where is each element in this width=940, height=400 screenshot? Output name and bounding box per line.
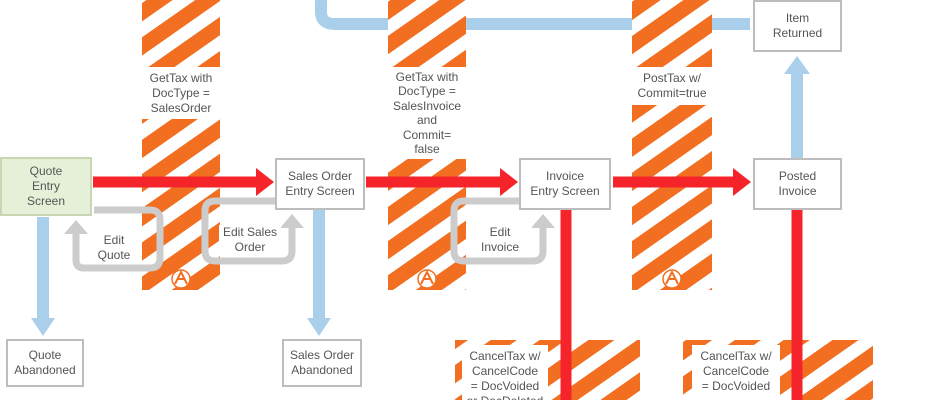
edit-invoice-label: Edit Invoice — [468, 225, 532, 255]
api-call-gettax-salesorder: GetTax with DocType = SalesOrder — [142, 67, 220, 119]
quote-abandon-arrowhead — [31, 318, 55, 336]
sales-order-entry-screen: Sales Order Entry Screen — [275, 158, 365, 210]
avalara-logo-icon — [171, 269, 191, 289]
invoice-to-posted-arrowhead — [733, 168, 751, 196]
api-call-canceltax-invoice: CancelTax w/ CancelCode = DocVoided or D… — [462, 345, 548, 400]
avalara-logo-icon — [417, 269, 437, 289]
quote-abandoned: Quote Abandoned — [6, 339, 84, 387]
return-flow-line — [315, 0, 750, 30]
edit-invoice-loop — [450, 197, 547, 265]
sales-order-abandoned: Sales Order Abandoned — [282, 339, 362, 387]
item-returned: Item Returned — [753, 0, 842, 52]
invoice-entry-screen: Invoice Entry Screen — [519, 158, 611, 210]
api-call-canceltax-posted: CancelTax w/ CancelCode = DocVoided — [692, 345, 780, 400]
edit-sales-order-loop — [201, 197, 296, 265]
quote-to-sales-order-arrowhead — [256, 168, 274, 196]
edit-quote-label: Edit Quote — [90, 233, 138, 263]
edit-sales-order-label: Edit Sales Order — [219, 225, 281, 255]
api-call-gettax-salesinvoice: GetTax with DocType = SalesInvoice and C… — [388, 67, 466, 159]
edit-quote-loop — [72, 206, 164, 272]
sales-order-abandon-arrowhead — [307, 318, 331, 336]
avalara-logo-icon — [662, 269, 682, 289]
edit-sales-order-arrowhead — [280, 214, 304, 228]
api-column-posttax — [632, 0, 712, 290]
edit-quote-arrowhead — [64, 220, 88, 234]
posted-to-returned-arrowhead — [784, 56, 810, 74]
api-call-posttax: PostTax w/ Commit=true — [632, 67, 712, 105]
edit-invoice-arrowhead — [531, 214, 555, 228]
quote-entry-screen: Quote Entry Screen — [0, 157, 92, 216]
sales-order-to-invoice-arrowhead — [500, 168, 518, 196]
posted-invoice: Posted Invoice — [753, 158, 842, 210]
